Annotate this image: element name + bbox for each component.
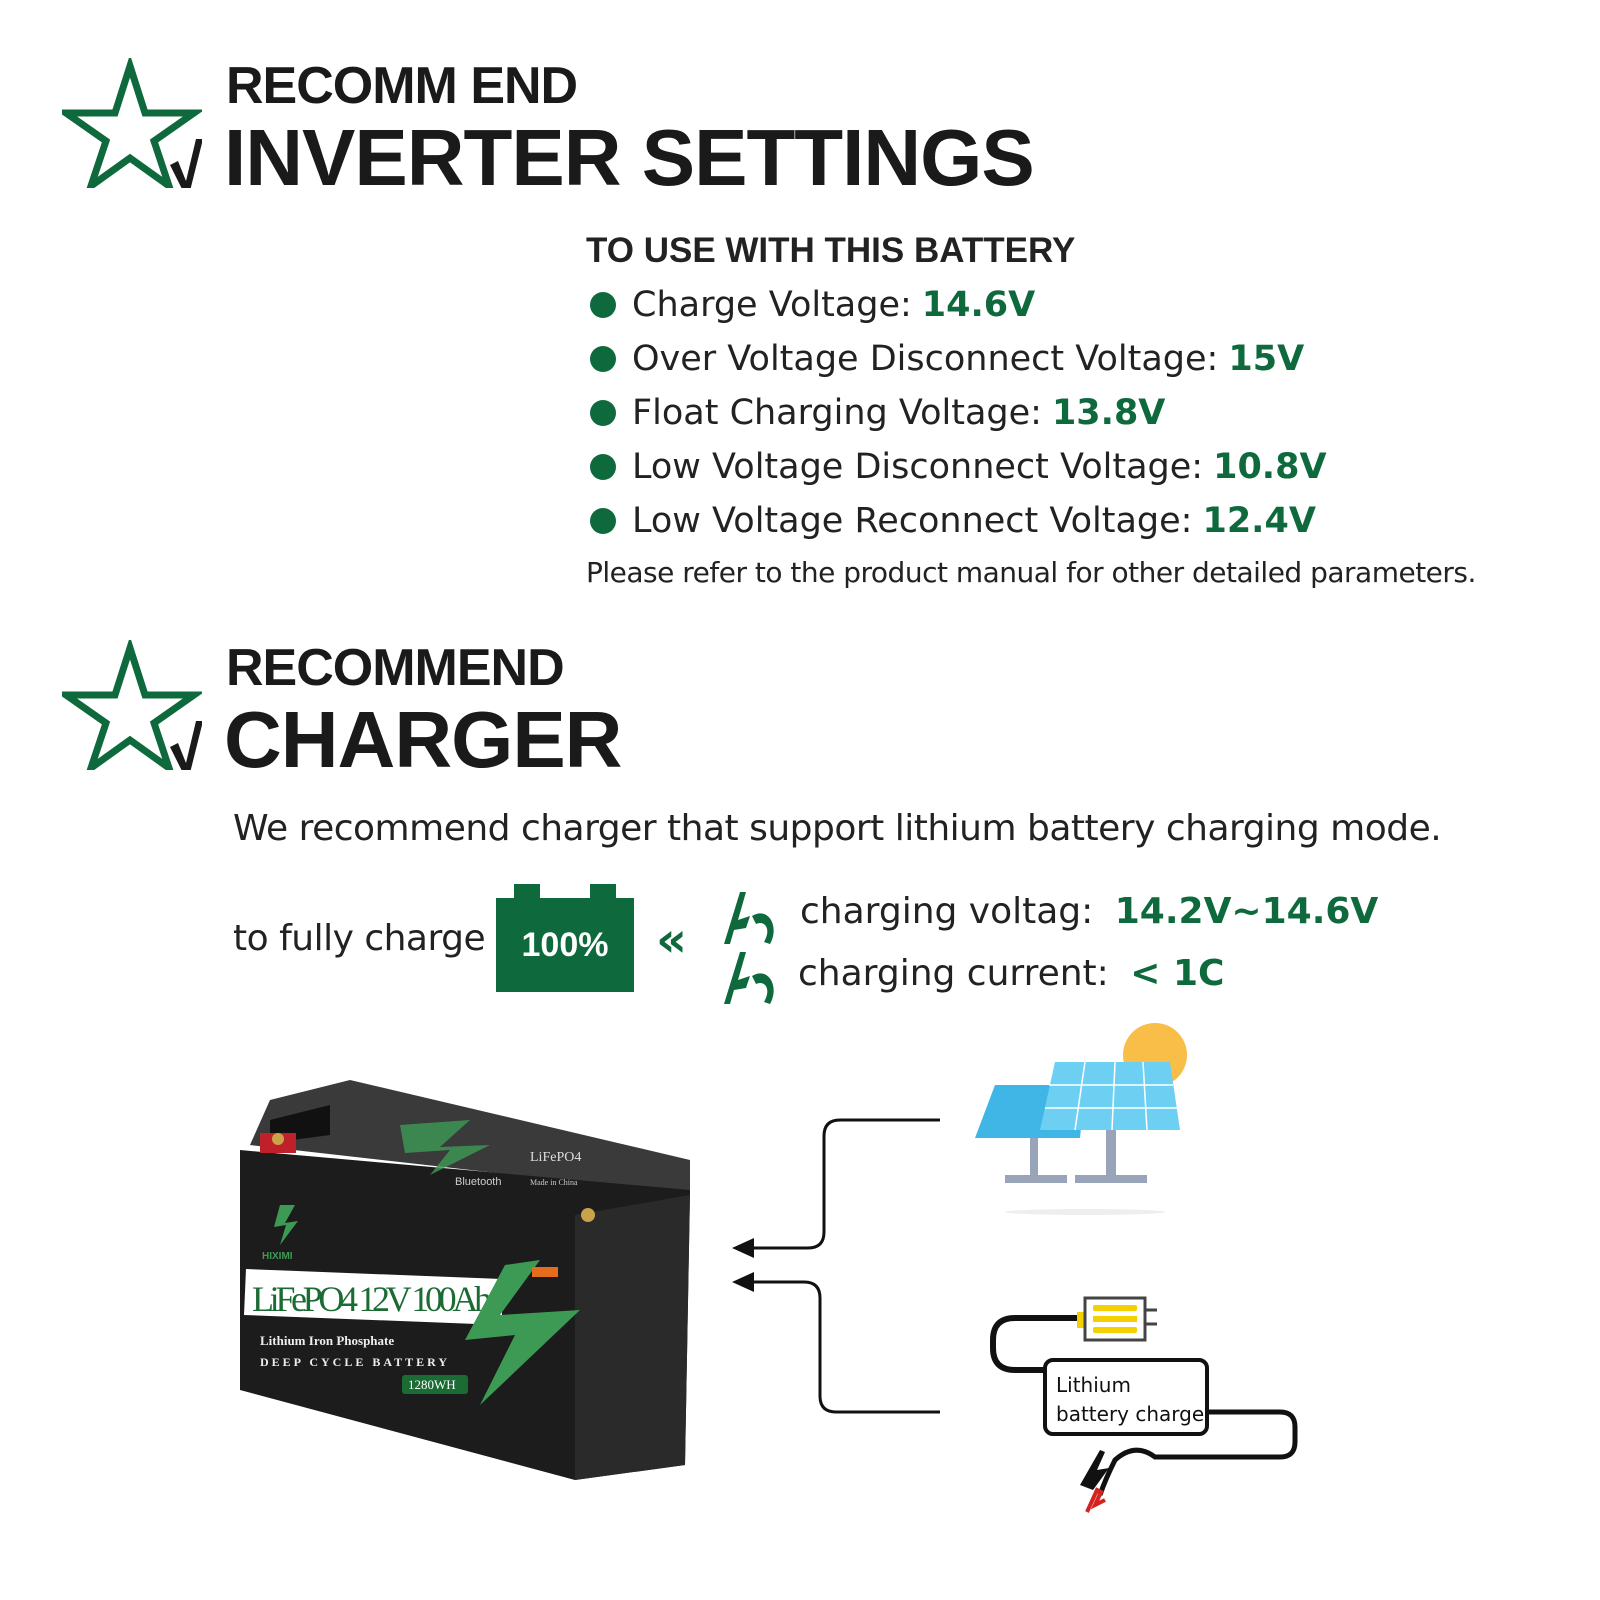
double-chevron-left-icon: «	[656, 912, 688, 968]
arrow-left-icon	[732, 1238, 754, 1258]
charger-title: CHARGER	[224, 695, 622, 784]
battery-full-icon: 100%	[496, 884, 634, 992]
charger-description: We recommend charger that support lithiu…	[233, 808, 1442, 849]
star-check-icon	[62, 640, 202, 770]
lithium-charger-icon	[990, 1296, 1298, 1513]
battery-model: LiFePO4 12V 100Ah	[252, 1279, 492, 1319]
clamp-icon	[724, 892, 774, 944]
battery-top-label: LiFePO4	[530, 1150, 581, 1165]
setting-item: Low Voltage Reconnect Voltage:12.4V	[584, 494, 1327, 548]
battery-product-image: LiFePO4 Bluetooth Made in China HIXIMI L…	[240, 1080, 690, 1480]
battery-line1: Lithium Iron Phosphate	[260, 1333, 394, 1348]
bullet-icon	[590, 508, 616, 534]
inverter-title: INVERTER SETTINGS	[224, 113, 1035, 202]
manual-note: Please refer to the product manual for o…	[586, 556, 1476, 589]
solar-panel-icon	[975, 1023, 1187, 1215]
inverter-subtitle: TO USE WITH THIS BATTERY	[586, 231, 1076, 270]
battery-bluetooth-label: Bluetooth	[455, 1176, 501, 1188]
setting-item: Charge Voltage:14.6V	[584, 278, 1327, 332]
charger-title-small: RECOMMEND	[226, 639, 565, 697]
inverter-title-small: RECOMM END	[226, 57, 578, 115]
full-charge-label: to fully charge	[233, 918, 486, 959]
clamp-icon	[724, 952, 774, 1004]
star-check-icon	[62, 58, 202, 188]
bullet-icon	[590, 400, 616, 426]
bullet-icon	[590, 346, 616, 372]
battery-energy: 1280WH	[408, 1377, 456, 1392]
battery-origin-label: Made in China	[530, 1178, 578, 1187]
battery-line2: DEEP CYCLE BATTERY	[260, 1355, 450, 1369]
setting-item: Low Voltage Disconnect Voltage:10.8V	[584, 440, 1327, 494]
arrow-left-icon	[732, 1272, 754, 1292]
charging-voltage: charging voltag: 14.2V~14.6V	[800, 891, 1379, 932]
charging-current: charging current: < 1C	[798, 953, 1225, 994]
bullet-icon	[590, 292, 616, 318]
connection-lines	[732, 1118, 940, 1414]
inverter-settings-list: Charge Voltage:14.6V Over Voltage Discon…	[584, 278, 1327, 548]
setting-item: Over Voltage Disconnect Voltage:15V	[584, 332, 1327, 386]
setting-item: Float Charging Voltage:13.8V	[584, 386, 1327, 440]
battery-brand: HIXIMI	[262, 1251, 293, 1262]
charger-label: Lithium battery charger	[1056, 1373, 1213, 1426]
bullet-icon	[590, 454, 616, 480]
